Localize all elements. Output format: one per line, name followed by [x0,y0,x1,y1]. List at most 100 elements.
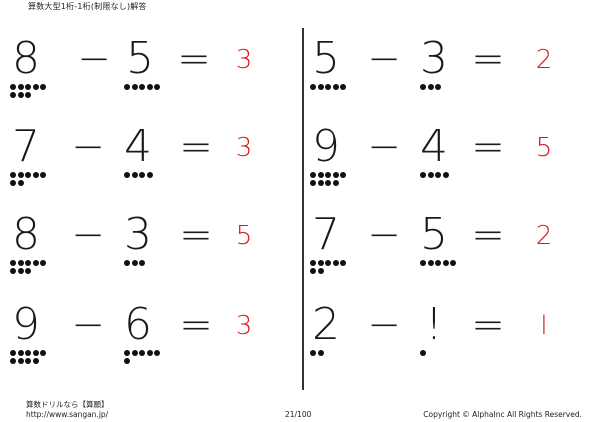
count-dot [124,260,130,266]
count-dot [17,350,24,356]
count-dot [40,84,46,90]
count-dot [40,172,46,178]
count-dot [10,260,16,266]
count-dot [310,260,316,266]
problem-5: 5 − 3 = 2 [304,36,574,106]
subtrahend: 4 [420,121,448,172]
count-dot [25,84,31,90]
count-dot [420,350,426,356]
count-dot [154,350,160,356]
equals-sign: = [471,302,505,348]
count-dot [325,180,331,186]
subtrahend: 6 [124,299,152,350]
minus-sign: − [367,212,401,258]
count-dot [450,260,456,266]
count-dot [139,172,145,178]
count-dot [124,84,130,90]
count-dot [154,84,160,90]
count-dot [317,180,324,186]
count-dot [325,84,331,90]
count-dot [340,84,346,90]
subtrahend-dots [124,258,184,282]
minuend: 8 [12,209,40,260]
problem-2: 7 − 4 = 3 [4,124,274,194]
count-dot [139,350,145,356]
count-dot [10,268,16,274]
sheet-title: 算数大型1桁-1桁(制限なし)解答 [28,2,147,11]
subtrahend: 3 [124,209,152,260]
count-dot [32,172,39,178]
minus-sign: − [367,36,401,82]
count-dot [427,260,434,266]
subtrahend: 5 [126,33,154,84]
count-dot [317,84,324,90]
minuend-dots [10,82,70,106]
count-dot [131,260,138,266]
count-dot [17,180,24,186]
equals-sign: = [179,212,213,258]
count-dot [131,172,138,178]
count-dot [10,84,16,90]
count-dot [420,84,426,90]
equals-sign: = [177,36,211,82]
subtrahend-dots [420,170,480,194]
count-dot [25,268,31,274]
answer: 5 [535,133,553,163]
problem-4: 9 − 6 = 3 [4,302,274,372]
count-dot [124,172,130,178]
footer-brand: 算数ドリルなら【算願】 [26,400,109,409]
subtrahend: 3 [420,33,448,84]
problem-8: 2 − ! = l [304,302,574,372]
count-dot [427,172,434,178]
count-dot [25,358,31,364]
answer: 3 [235,45,253,75]
minuend-dots [310,348,370,372]
count-dot [124,350,130,356]
count-dot [325,172,331,178]
minuend: 2 [312,299,340,350]
count-dot [317,350,324,356]
subtrahend-dots [124,82,184,106]
count-dot [317,260,324,266]
count-dot [340,172,346,178]
subtrahend: ! [425,299,443,350]
equals-sign: = [179,124,213,170]
count-dot [131,350,138,356]
count-dot [420,260,426,266]
footer-brand-block: 算数ドリルなら【算願】 http://www.sangan.jp/ [26,400,109,420]
answer: 5 [235,221,253,251]
subtrahend-dots [124,170,184,194]
answer: l [540,311,548,341]
count-dot [435,84,441,90]
count-dot [10,350,16,356]
count-dot [310,84,316,90]
answer: 3 [235,311,253,341]
count-dot [10,180,16,186]
count-dot [310,268,316,274]
count-dot [25,92,31,98]
minuend: 7 [312,209,340,260]
equals-sign: = [179,302,213,348]
count-dot [310,172,316,178]
subtrahend: 5 [420,209,448,260]
minuend-dots [10,170,70,194]
count-dot [17,172,24,178]
minus-sign: − [367,302,401,348]
equals-sign: = [471,124,505,170]
count-dot [146,84,153,90]
minuend-dots [310,82,370,106]
count-dot [40,260,46,266]
count-dot [25,172,31,178]
count-dot [40,350,46,356]
minuend: 5 [312,33,340,84]
footer-url-link[interactable]: http://www.sangan.jp/ [26,410,109,419]
minus-sign: − [71,212,105,258]
count-dot [427,84,434,90]
equals-sign: = [471,212,505,258]
minuend: 7 [12,121,40,172]
column-divider [302,28,304,390]
count-dot [332,84,339,90]
count-dot [10,92,16,98]
count-dot [17,358,24,364]
count-dot [32,350,39,356]
